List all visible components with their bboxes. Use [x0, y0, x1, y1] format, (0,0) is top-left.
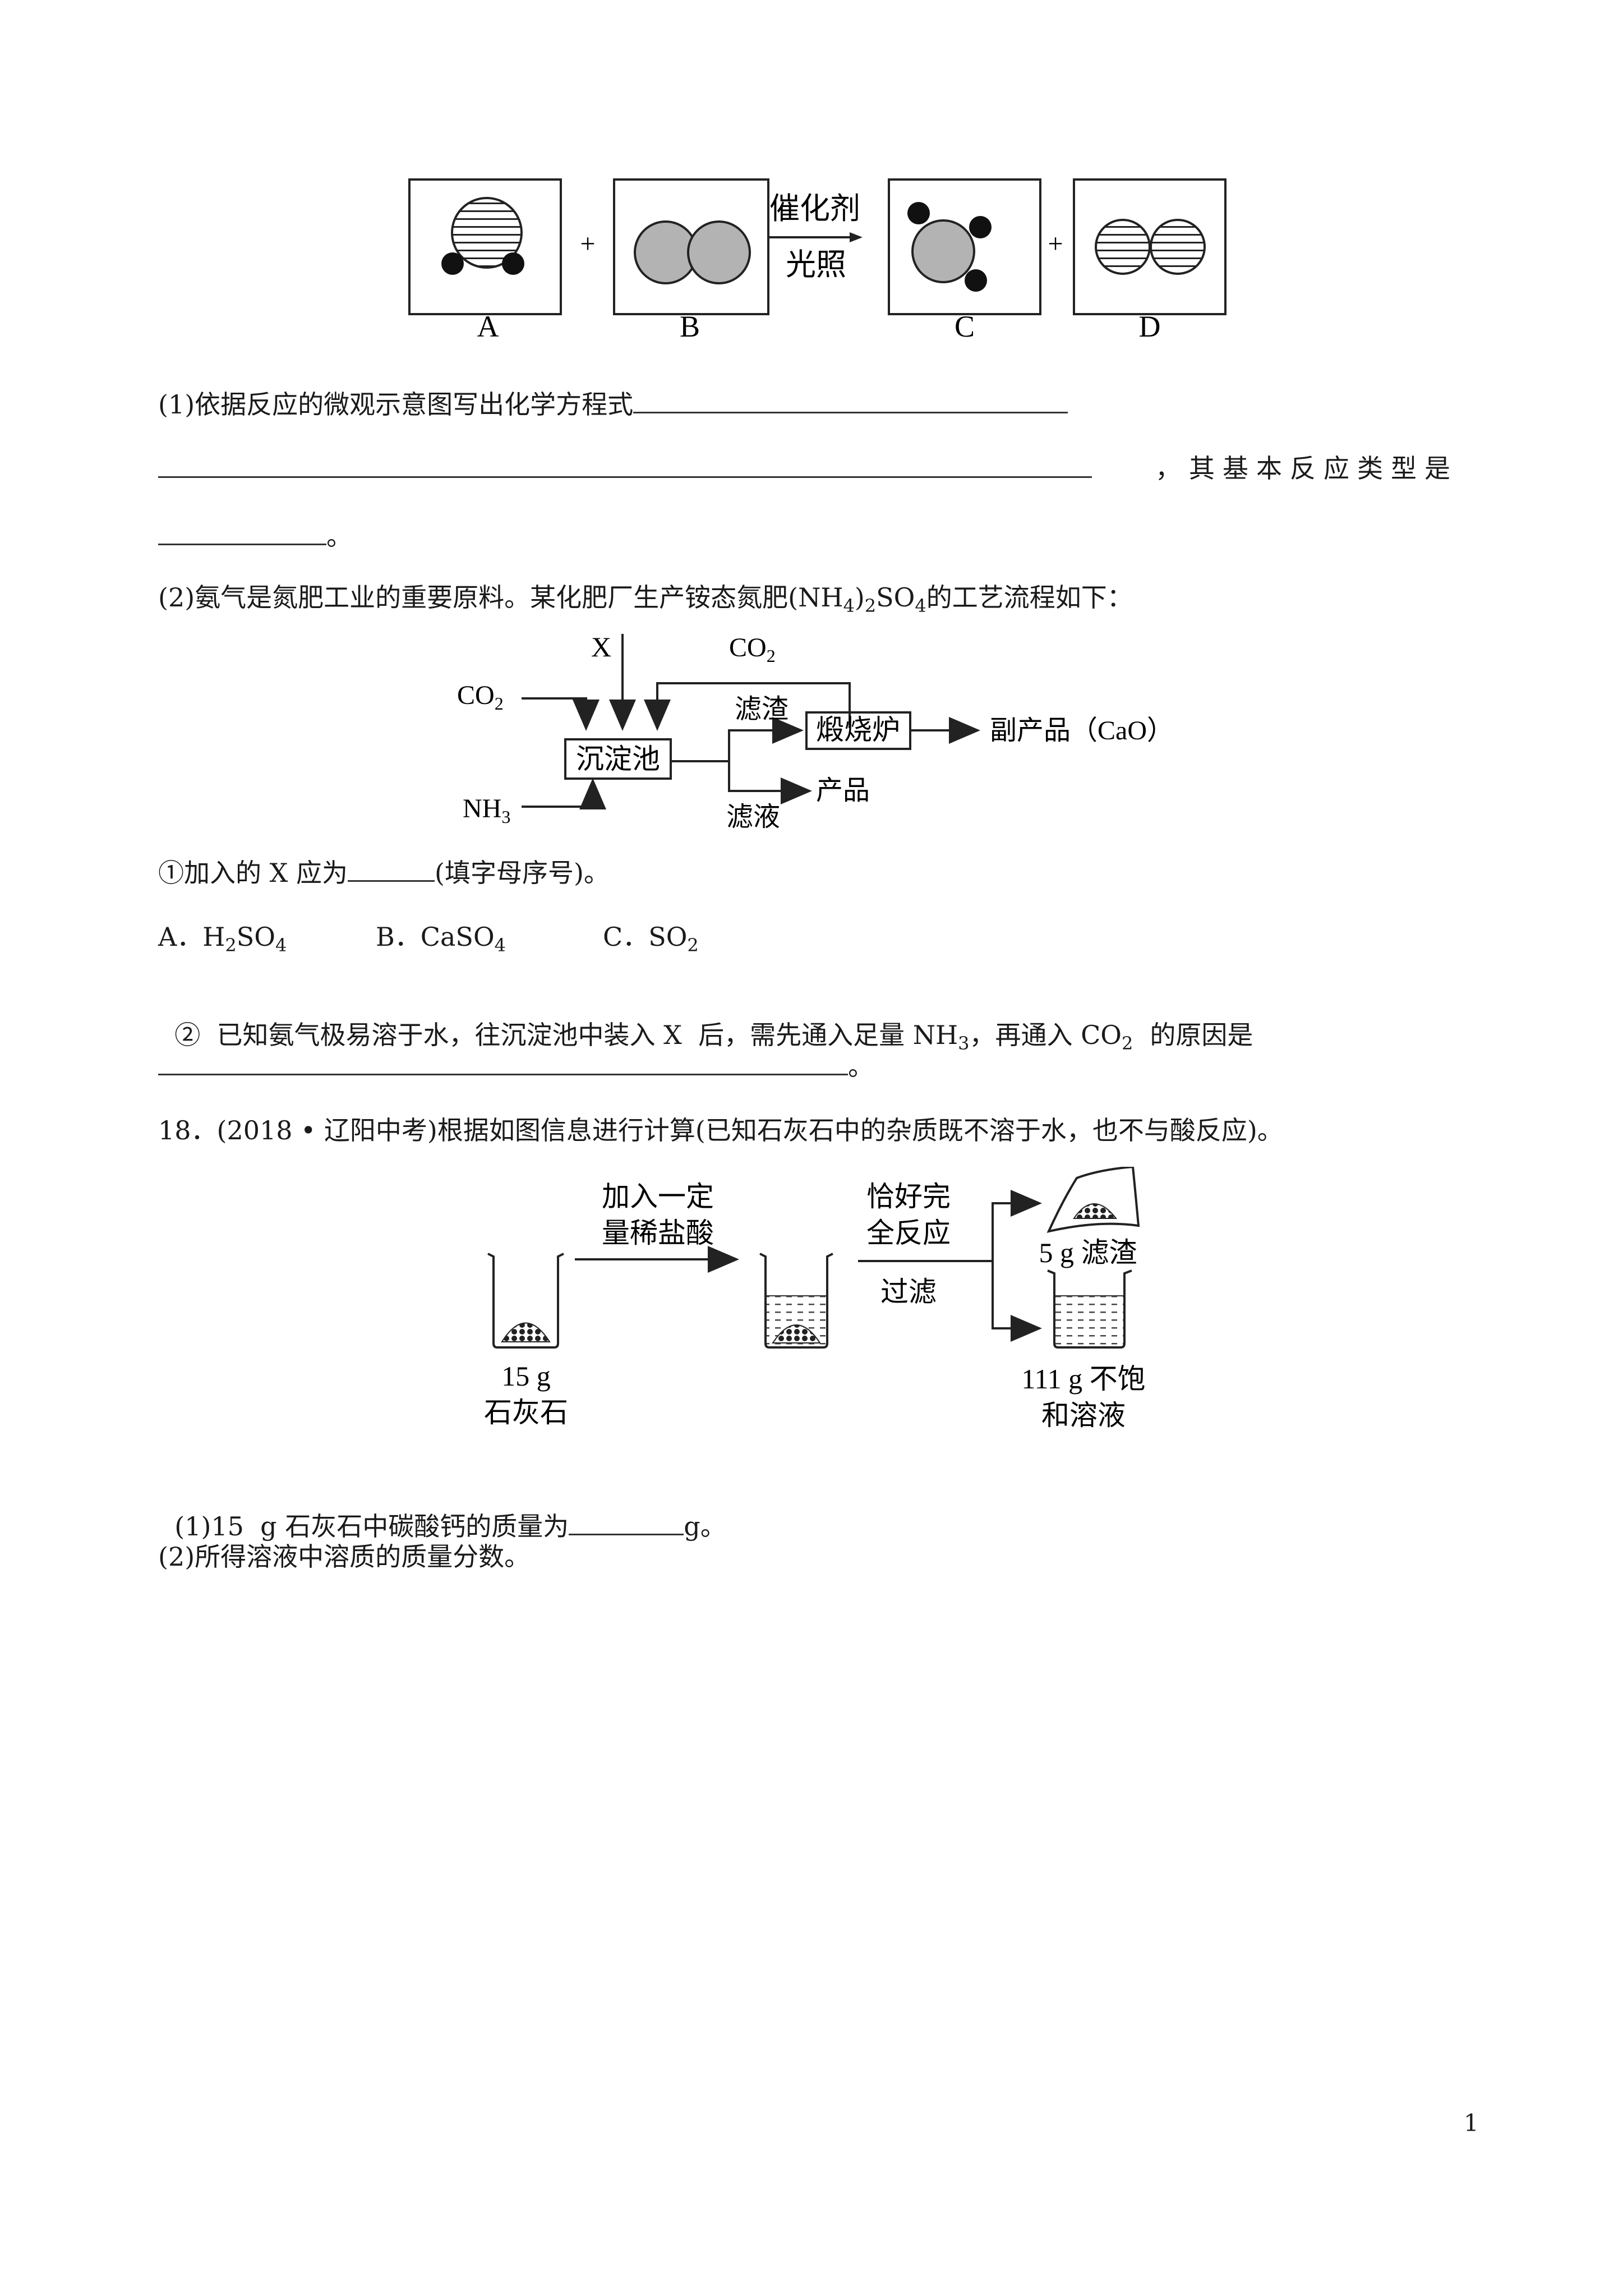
subscript: 2: [687, 935, 699, 956]
q18-1-prompt: (1)15 g 石灰石中碳酸钙的质量为 g。: [158, 1475, 726, 1543]
filter-residue: [1046, 1167, 1140, 1233]
q2-text: (2)氨气是氮肥工业的重要原料。某化肥厂生产铵态氮肥(NH: [158, 582, 843, 613]
furnace-label: 煅烧炉: [816, 714, 900, 746]
option-text: SO: [236, 922, 275, 952]
catalyst-label: 催化剂: [769, 192, 860, 226]
answer-blank[interactable]: [348, 855, 435, 882]
solution-line2: 和溶液: [1041, 1400, 1126, 1431]
option-text: A．H: [158, 922, 225, 952]
subscript: 4: [843, 595, 855, 616]
q2-text: 的工艺流程如下：: [926, 582, 1133, 613]
option-c: C．SO2: [603, 920, 699, 962]
q1-line2: [158, 452, 1092, 486]
q1-reaction-type-prompt: ，其基本反应类型是: [1155, 453, 1458, 484]
q2-text: ): [854, 582, 865, 613]
q1-line1: (1)依据反应的微观示意图写出化学方程式: [158, 387, 1068, 421]
q18-2-prompt: (2)所得溶液中溶质的质量分数。: [158, 1542, 531, 1572]
option-a: A．H2SO4: [158, 920, 287, 962]
flow-co2-top: CO2: [729, 633, 776, 666]
label-c: C: [955, 310, 975, 343]
box-a: [408, 178, 562, 315]
subscript: 4: [275, 935, 287, 956]
period: 。: [848, 1051, 874, 1082]
flow-x-label: X: [591, 631, 611, 662]
q2-intro: (2)氨气是氮肥工业的重要原料。某化肥厂生产铵态氮肥(NH4)2SO4的工艺流程…: [158, 581, 1133, 623]
option-text: C．SO: [603, 922, 688, 952]
limestone-beaker: [487, 1253, 564, 1349]
answer-blank[interactable]: [569, 1509, 684, 1535]
answer-blank[interactable]: [158, 519, 326, 545]
label-a: A: [477, 310, 499, 343]
subscript: 2: [864, 595, 877, 616]
start-mass: 15 g: [501, 1360, 551, 1392]
subscript: 4: [494, 935, 506, 956]
subscript: 4: [915, 595, 926, 616]
plus-sign: +: [1048, 229, 1063, 259]
beaker-experiment-diagram: 15 g 石灰石 加入一定 量稀盐酸 恰好完 全反应 过滤 5 g 滤渣 111…: [484, 1167, 1146, 1431]
q2-2-text: ，再通入 CO: [969, 1020, 1122, 1050]
solution-beaker: [1047, 1269, 1132, 1349]
q1-prompt: (1)依据反应的微观示意图写出化学方程式: [158, 389, 634, 420]
flow-co2-left: CO2: [457, 680, 504, 714]
label-b: B: [680, 310, 700, 343]
q18-1-text: (1)15 g 石灰石中碳酸钙的质量为: [174, 1511, 569, 1542]
q18-1-text: g。: [684, 1511, 726, 1542]
residue-mass-label: 5 g 滤渣: [1039, 1237, 1137, 1268]
label-d: D: [1139, 310, 1161, 343]
start-name: 石灰石: [484, 1397, 568, 1428]
solution-branch-arrow: [992, 1261, 1042, 1342]
byproduct-label: 副产品（CaO）: [990, 716, 1174, 746]
plus-sign: +: [580, 229, 595, 259]
box-d: [1073, 178, 1227, 315]
q2-2-text: ② 已知氨气极易溶于水，往沉淀池中装入 X 后，需先通入足量 NH: [174, 1020, 958, 1050]
nh3-arrow: [522, 778, 606, 809]
answer-blank[interactable]: [158, 1049, 848, 1075]
box-b: [613, 178, 769, 315]
tank-label: 沉淀池: [576, 743, 660, 775]
co2-recycle-arrow: [644, 682, 851, 731]
step2-line3: 过滤: [880, 1276, 937, 1308]
process-flow-diagram: X CO2 CO2 沉淀池 NH3 滤渣 滤液 产品 煅烧炉 副产品（CaO）: [457, 631, 1174, 832]
residue-branch-arrow: [992, 1190, 1042, 1261]
q2-1-prompt: ①加入的 X 应为 (填字母序号)。: [158, 855, 610, 890]
step1-line1: 加入一定: [602, 1181, 714, 1212]
option-b: B．CaSO4: [376, 920, 506, 962]
product-arrow: [728, 761, 812, 804]
subscript: 2: [1122, 1033, 1133, 1054]
q2-1-text: ①加入的 X 应为: [158, 858, 348, 888]
co2-left-arrow: [522, 697, 600, 731]
tank-box: [564, 738, 672, 780]
period: 。: [326, 521, 352, 551]
solution-line1: 111 g 不饱: [1021, 1363, 1145, 1395]
product-label: 产品: [816, 776, 870, 806]
filtrate-label: 滤液: [726, 802, 780, 832]
step2-line2: 全反应: [866, 1217, 951, 1249]
step1-line2: 量稀盐酸: [602, 1217, 714, 1249]
page-number: 1: [1464, 2109, 1479, 2137]
box-c: [888, 178, 1041, 315]
q2-2-text: 的原因是: [1150, 1020, 1253, 1050]
light-label: 光照: [786, 248, 846, 282]
reaction-beaker: [759, 1253, 833, 1349]
q2-1-text: (填字母序号)。: [435, 858, 610, 888]
residue-arrow: [728, 717, 804, 761]
reaction-arrow-head: [850, 232, 863, 242]
subscript: 2: [225, 935, 237, 956]
q2-2-prompt: ② 已知氨气极易溶于水，往沉淀池中装入 X 后，需先通入足量 NH3，再通入 C…: [158, 984, 1253, 1060]
q18-header: 18．(2018 • 辽阳中考)根据如图信息进行计算(已知石灰石中的杂质既不溶于…: [158, 1115, 1283, 1145]
q2-2-answer-line: 。: [158, 1049, 874, 1083]
step2-line1: 恰好完: [866, 1181, 951, 1212]
q1-line3: 。: [158, 519, 352, 553]
reaction-micro-diagram: A + B 催化剂 光照 C + D: [408, 178, 1227, 343]
answer-blank[interactable]: [158, 452, 1092, 478]
option-text: B．CaSO: [376, 922, 495, 952]
subscript: 3: [958, 1033, 970, 1054]
flow-nh3: NH3: [463, 794, 510, 827]
answer-blank[interactable]: [633, 387, 1068, 413]
residue-label: 滤渣: [735, 694, 789, 724]
q2-text: SO: [876, 582, 915, 613]
